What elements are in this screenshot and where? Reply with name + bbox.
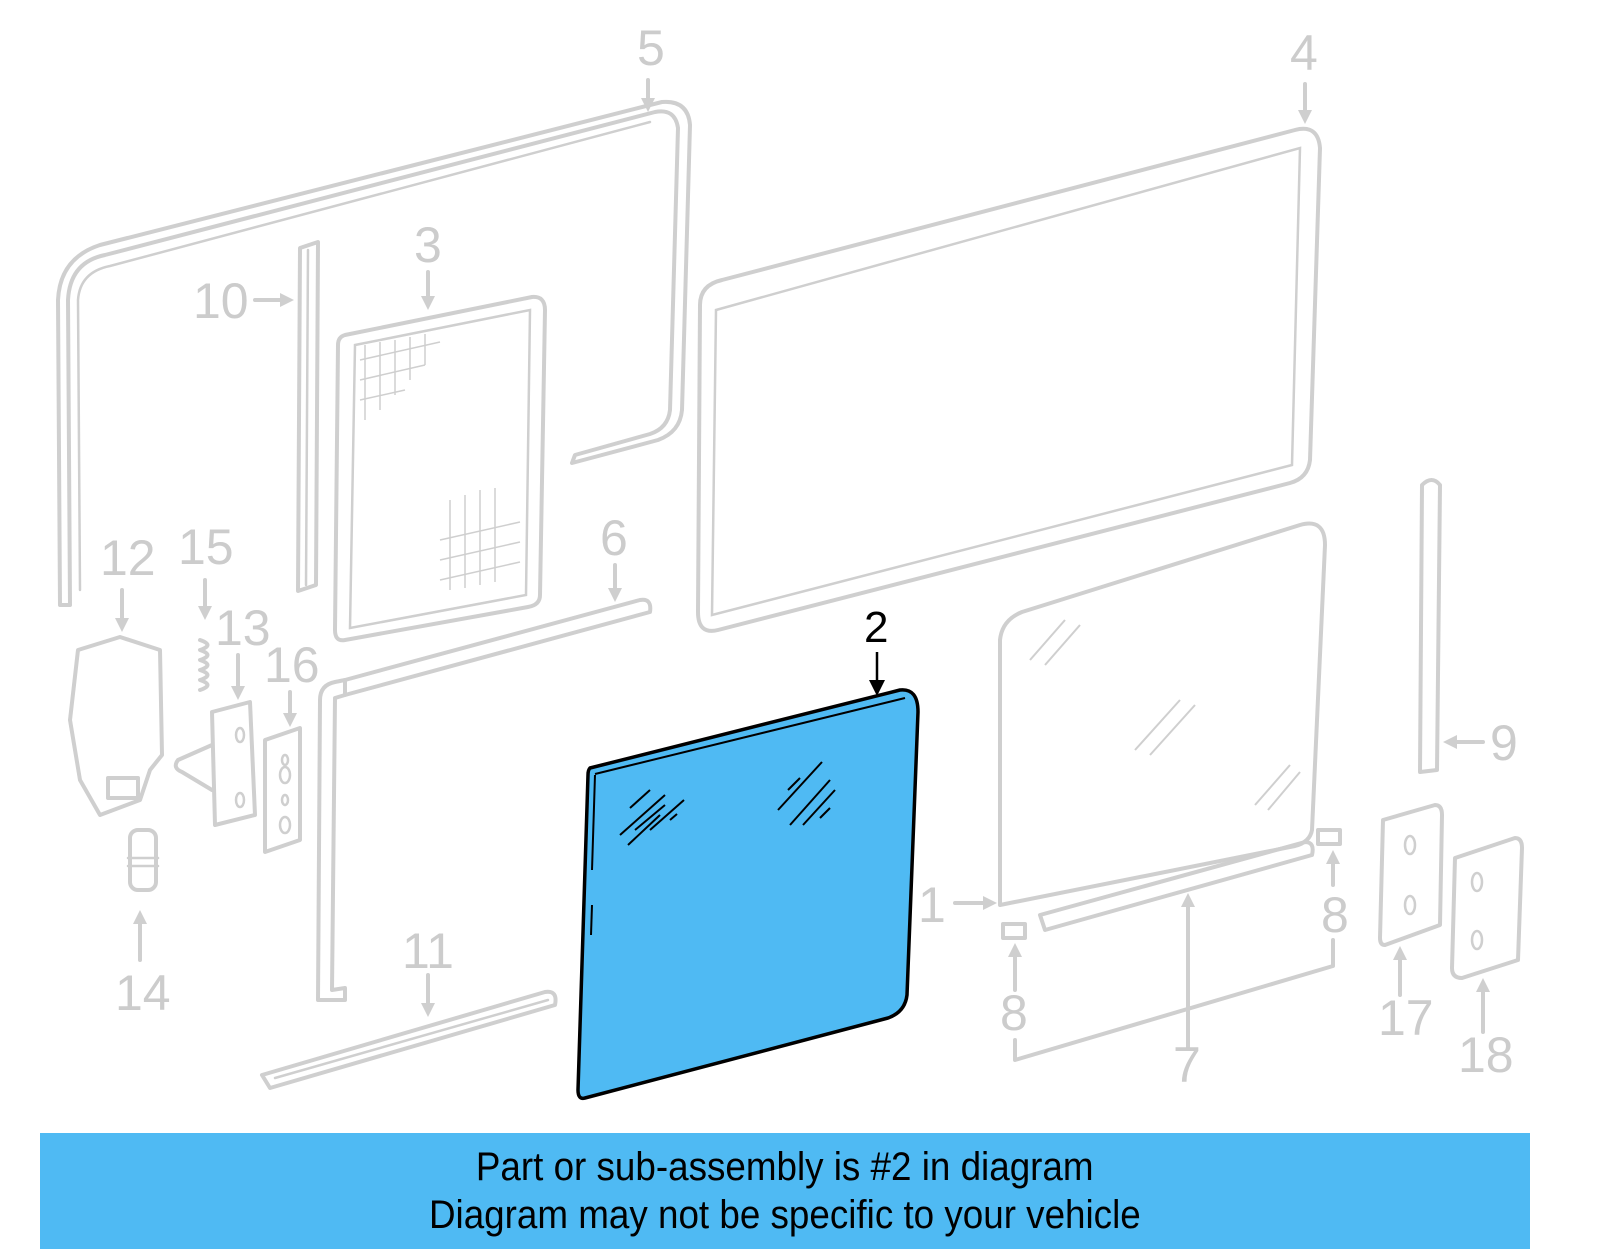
part-12-latch <box>68 635 164 817</box>
callout-16: 16 <box>264 637 320 693</box>
callout-18: 18 <box>1458 1027 1514 1083</box>
callout-1: 1 <box>918 877 946 933</box>
part-3-screen <box>333 294 547 643</box>
callout-13: 13 <box>215 600 271 656</box>
part-14-pin <box>126 828 160 892</box>
part-16-plate <box>263 726 302 854</box>
part-10-strip <box>296 240 320 593</box>
callout-6: 6 <box>600 510 628 566</box>
callout-17: 17 <box>1378 990 1434 1046</box>
callout-8b: 8 <box>1321 887 1349 943</box>
part-2-glass-highlighted[interactable] <box>576 652 920 1101</box>
part-17-plate <box>1378 803 1444 947</box>
part-18-plate <box>1450 836 1524 980</box>
callout-4: 4 <box>1290 25 1318 81</box>
part-13-bracket <box>173 700 257 827</box>
callout-14: 14 <box>115 965 171 1021</box>
banner-line-disclaimer: Diagram may not be specific to your vehi… <box>429 1193 1141 1237</box>
callout-8a: 8 <box>1000 985 1028 1041</box>
part-4-window-frame <box>696 126 1322 633</box>
callout-3: 3 <box>414 217 442 273</box>
callout-labels: 1 2 3 4 5 6 7 8 8 9 10 11 12 13 14 15 16… <box>100 20 1518 1093</box>
part-6-strip <box>343 597 653 697</box>
callout-5: 5 <box>637 20 665 76</box>
callout-11: 11 <box>402 923 454 979</box>
callout-9: 9 <box>1490 715 1518 771</box>
part-5-door-seal <box>56 99 692 607</box>
banner-line-part: Part or sub-assembly is #2 in diagram <box>476 1145 1094 1189</box>
callout-12: 12 <box>100 530 156 586</box>
callout-arrows <box>115 78 1490 1062</box>
info-banner: Part or sub-assembly is #2 in diagram Di… <box>40 1133 1530 1249</box>
callout-10: 10 <box>193 273 249 329</box>
part-9-strip <box>1418 478 1442 774</box>
callout-15: 15 <box>178 519 234 575</box>
callout-2[interactable]: 2 <box>864 603 888 652</box>
part-1-glass <box>998 521 1327 907</box>
part-11-channel <box>260 678 558 1090</box>
callout-7: 7 <box>1173 1037 1201 1093</box>
part-15-spring <box>198 638 210 692</box>
part-7-track <box>1001 828 1342 940</box>
